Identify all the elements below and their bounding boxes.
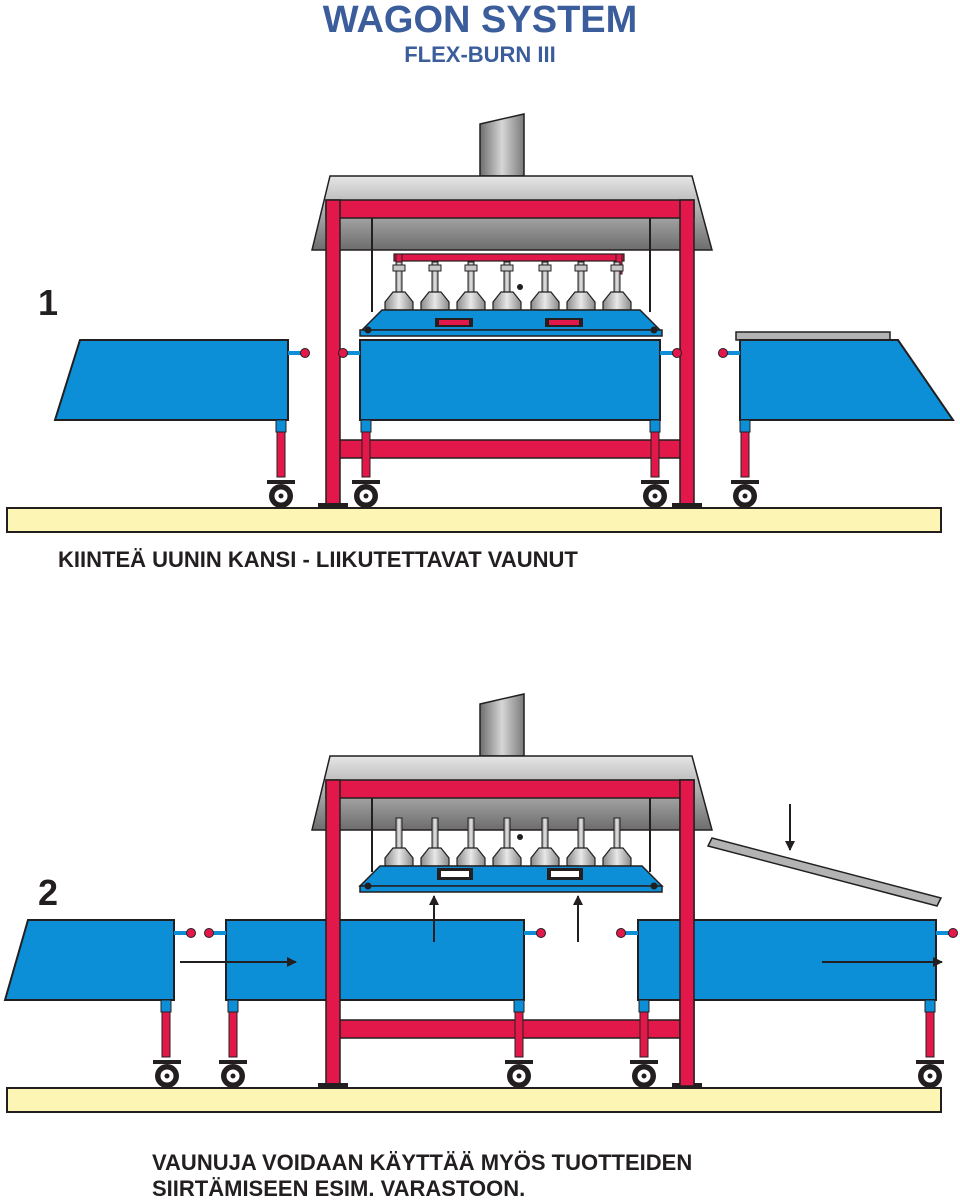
- burner-icon: [530, 261, 560, 311]
- wheel-icon: [351, 479, 381, 509]
- panel1-illustration: [6, 113, 955, 533]
- wheel-icon: [152, 1059, 182, 1089]
- burner-icon: [602, 261, 632, 311]
- step-number-2: 2: [38, 872, 59, 913]
- wheel-icon: [730, 479, 760, 509]
- diagram-subtitle: FLEX-BURN III: [404, 42, 556, 67]
- wheel-icon: [915, 1059, 945, 1089]
- burner-icon: [456, 261, 486, 311]
- burner-icon: [492, 261, 522, 311]
- panel2-illustration: [3, 693, 960, 1113]
- wheel-icon: [629, 1059, 659, 1089]
- diagram-title: WAGON SYSTEM: [322, 0, 638, 41]
- wheel-icon: [218, 1059, 248, 1089]
- wheel-icon: [504, 1059, 534, 1089]
- panel2-caption-line1: VAUNUJA VOIDAAN KÄYTTÄÄ MYÖS TUOTTEIDEN: [152, 1150, 693, 1175]
- panel2-caption-line2: SIIRTÄMISEEN ESIM. VARASTOON.: [152, 1176, 526, 1201]
- wheel-icon: [640, 479, 670, 509]
- burner-icon: [566, 261, 596, 311]
- burner-icon: [420, 261, 450, 311]
- burner-icon: [384, 261, 414, 311]
- panel1-caption: KIINTEÄ UUNIN KANSI - LIIKUTETTAVAT VAUN…: [58, 547, 578, 572]
- wheel-icon: [266, 479, 296, 509]
- step-number-1: 1: [38, 282, 59, 323]
